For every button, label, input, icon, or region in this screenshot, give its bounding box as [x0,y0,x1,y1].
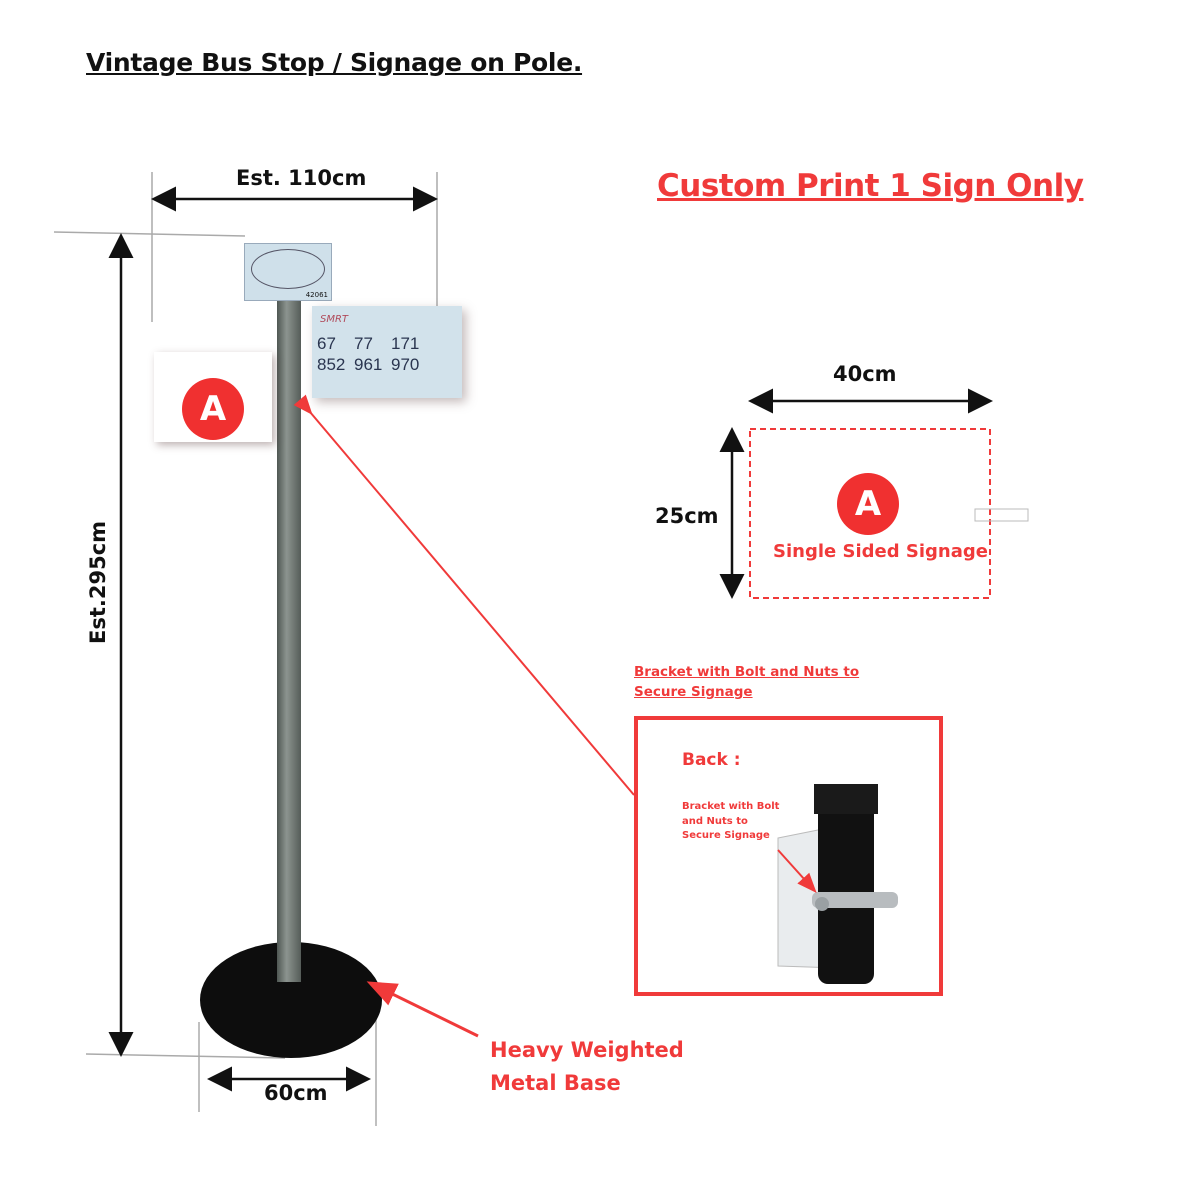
route-number: 970 [391,355,420,374]
page-title: Vintage Bus Stop / Signage on Pole. [86,48,583,77]
spec-badge: A [837,473,899,535]
route-number: 171 [391,334,420,353]
bus-icon [251,249,325,289]
base-width-label: 60cm [264,1081,328,1105]
base-label-line: Metal Base [490,1071,621,1095]
back-label: Back : [682,750,741,770]
stop-code: 42061 [305,291,328,299]
caption-line: Secure Signage [682,830,770,841]
route-number: 77 [354,334,373,353]
sign-width-label: 40cm [833,362,897,386]
bus-stop-icon-sign: 42061 [244,243,332,301]
single-sided-label: Single Sided Signage [773,541,988,562]
custom-print-title: Custom Print 1 Sign Only [657,168,1084,204]
route-grid: 67 77 171 852 961 970 [317,334,427,375]
operator-logo: SMRT [320,314,349,325]
height-label: Est.295cm [86,520,110,644]
route-number: 852 [317,355,346,374]
route-number: 961 [354,355,383,374]
caption-line: Bracket with Bolt [682,801,780,812]
sign-height-label: 25cm [655,504,719,528]
caption-line: and Nuts to [682,815,748,827]
custom-sign-a: A [154,352,272,442]
bracket-caption: Bracket with Bolt and Nuts to Secure Sig… [634,664,860,700]
sign-badge: A [182,378,244,440]
width-top-label: Est. 110cm [236,166,367,190]
route-number: 67 [317,334,336,353]
base-label: Heavy Weighted Metal Base [490,1034,684,1100]
bracket-inner-caption: Bracket with Bolt and Nuts to Secure Sig… [682,800,779,844]
route-sign: SMRT 67 77 171 852 961 970 [312,306,462,398]
base-label-line: Heavy Weighted [490,1038,684,1062]
